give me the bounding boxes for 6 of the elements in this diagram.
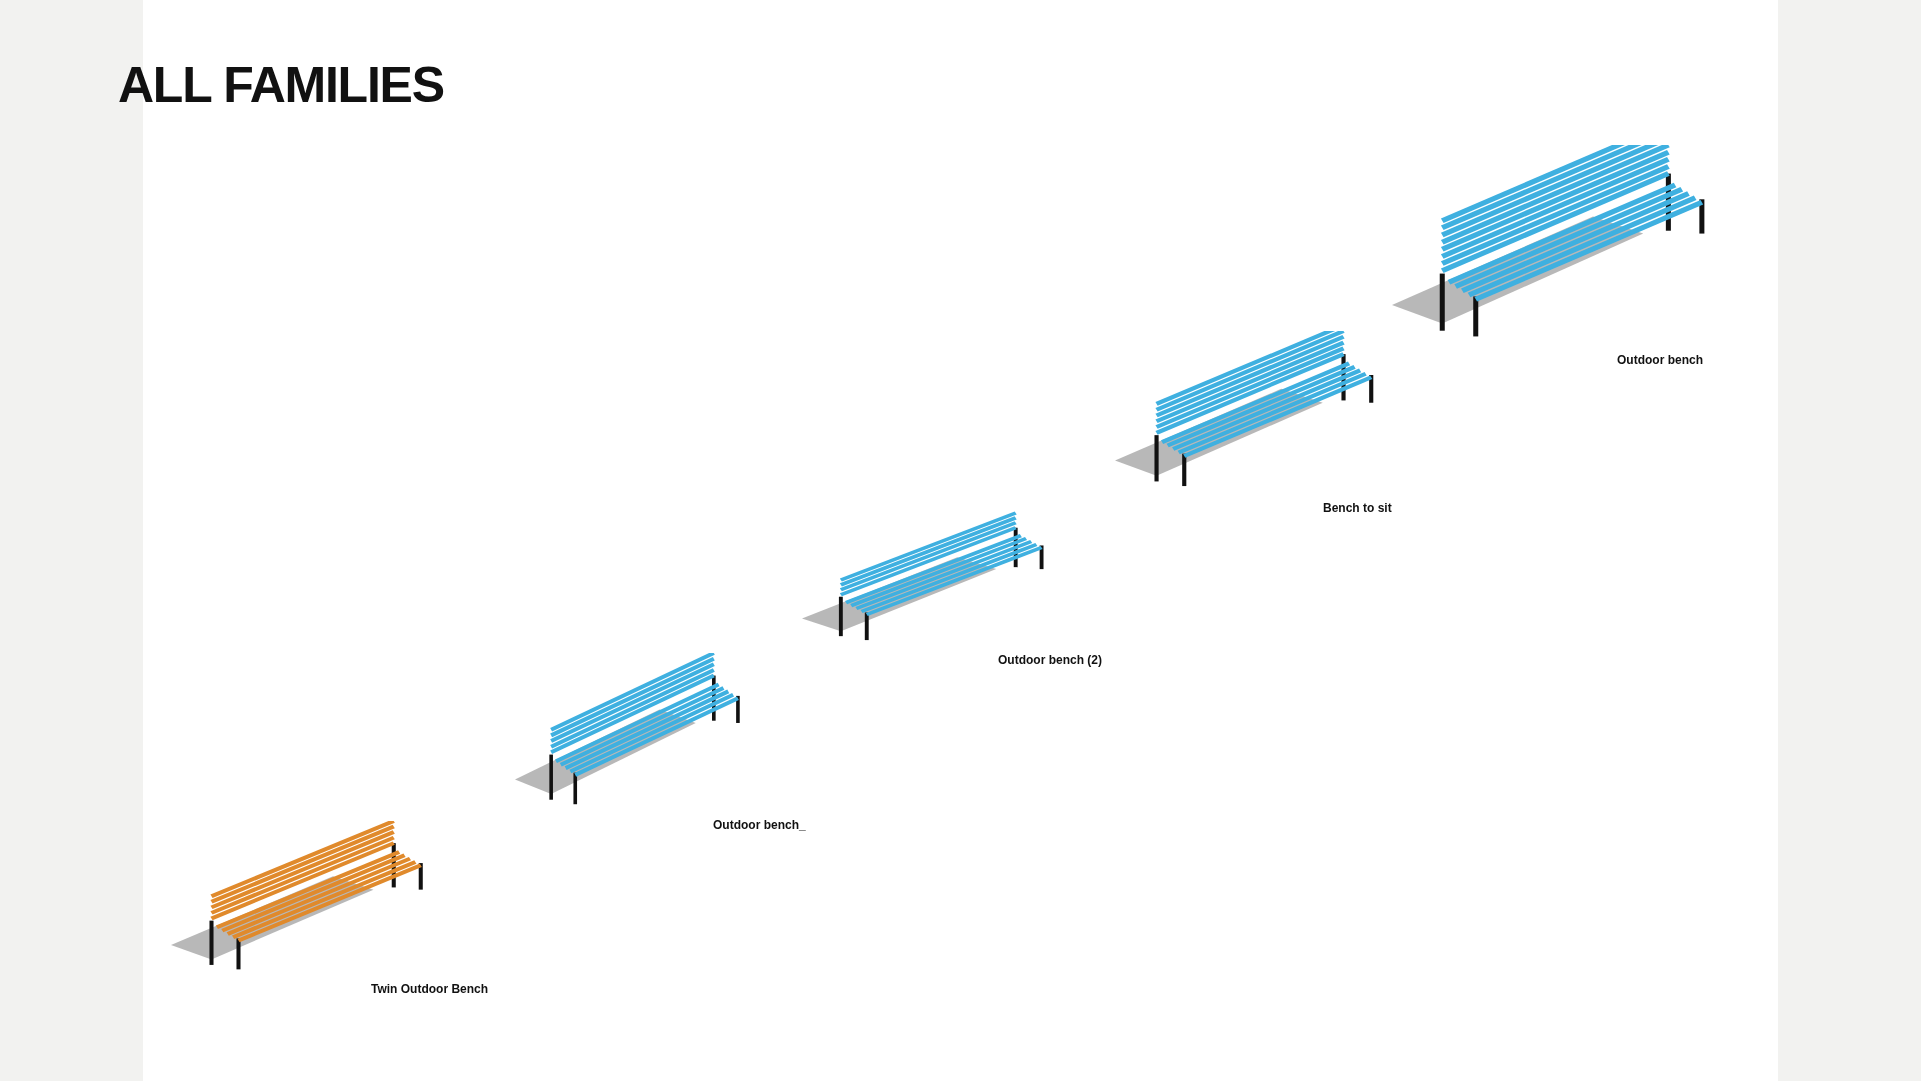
bench-caption: Outdoor bench_ bbox=[713, 817, 806, 834]
bench-caption: Outdoor bench (2) bbox=[998, 652, 1102, 669]
bench-caption: Twin Outdoor Bench bbox=[371, 981, 489, 998]
bench-caption: Bench to sit bbox=[1323, 500, 1392, 517]
bench-caption: Outdoor bench bbox=[1617, 352, 1703, 369]
slide-title: ALL FAMILIES bbox=[118, 56, 444, 115]
